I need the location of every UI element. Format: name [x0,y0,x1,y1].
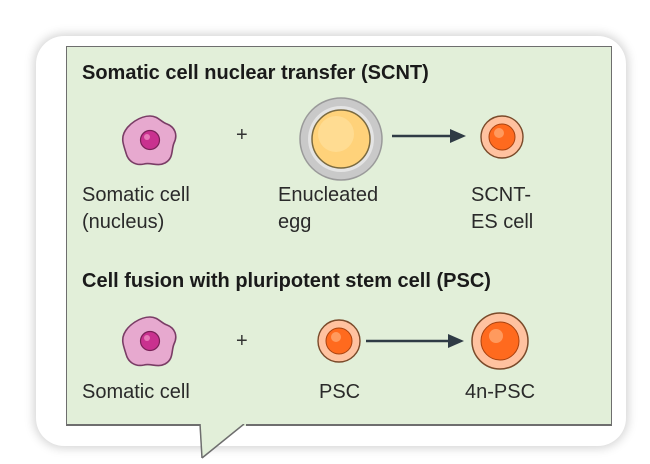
somatic-cell-label: Somatic cell [82,184,190,206]
scnt-result-label-2: ES cell [471,211,534,233]
callout-pointer [199,424,245,459]
scnt-plus-sign: + [236,124,248,146]
egg-label: egg [278,211,312,233]
fusion-arrow [366,334,464,348]
scnt-es-cell-icon [480,115,524,159]
fusion-somatic-label: Somatic cell [82,381,190,403]
psc-label: PSC [319,381,361,403]
4n-psc-cell-icon [471,312,529,370]
psc-cell-icon [317,319,361,363]
fusion-plus-sign: + [236,330,248,352]
enucleated-label: Enucleated [278,184,379,206]
somatic-cell-icon [121,115,177,166]
panel-bottom-border-left [66,424,200,426]
4n-psc-label: 4n-PSC [465,381,536,403]
scnt-arrow [392,129,466,143]
somatic-nucleus-label: (nucleus) [82,211,165,233]
fusion-title: Cell fusion with pluripotent stem cell (… [82,270,491,292]
somatic-cell-icon-2 [121,316,177,367]
scnt-title: Somatic cell nuclear transfer (SCNT) [82,62,429,84]
scnt-result-label-1: SCNT- [471,184,531,206]
panel-bottom-border-right [246,424,612,426]
enucleated-egg-icon [299,97,383,181]
